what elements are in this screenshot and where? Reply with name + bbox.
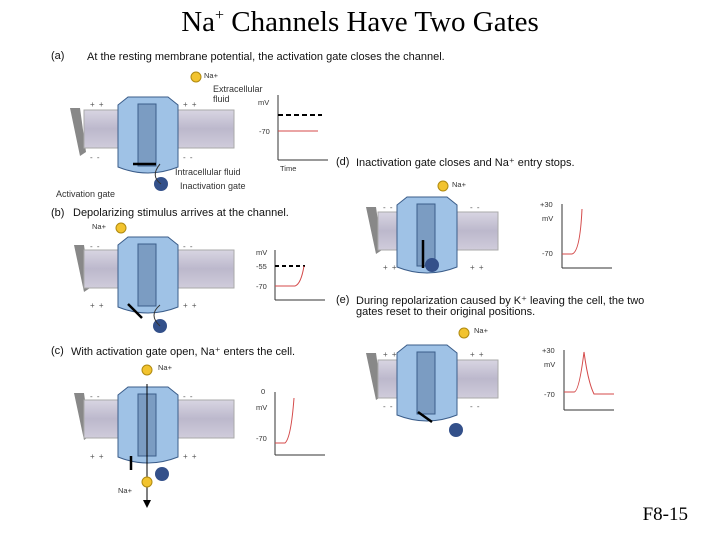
slide-title: Na+ Channels Have Two Gates — [181, 6, 539, 38]
inactivation-gate-label: Inactivation gate — [180, 181, 246, 191]
panel-d-letter: (d) — [336, 156, 350, 168]
graph-e — [563, 350, 614, 411]
panel-c-caption: With activation gate open, Na⁺ enters th… — [71, 346, 296, 358]
panel-c-channel — [74, 364, 235, 508]
panel-d-channel — [366, 180, 499, 274]
na-label-a: Na+ — [204, 71, 218, 80]
graph-d — [561, 204, 612, 269]
activation-gate-label: Activation gate — [56, 189, 116, 199]
panel-b-letter: (b) — [51, 207, 65, 219]
panel-e-caption-1: During repolarization caused by K⁺ leavi… — [356, 295, 645, 307]
panel-e-caption-2: gates reset to their original positions. — [356, 306, 536, 318]
v-neg70-a: -70 — [259, 127, 270, 136]
graph-c — [274, 392, 325, 456]
panel-b-channel — [74, 222, 235, 333]
slide-number: F8-15 — [642, 504, 688, 525]
panel-b-caption: Depolarizing stimulus arrives at the cha… — [73, 207, 289, 219]
pointer-wedge-a — [70, 108, 86, 156]
panel-e-letter: (e) — [336, 294, 350, 306]
na-ion-a — [190, 71, 202, 83]
panel-a-caption: At the resting membrane potential, the a… — [87, 51, 445, 63]
extracellular-label: Extracellular — [213, 84, 263, 94]
ball-chain-a — [154, 163, 162, 185]
panel-a-channel — [70, 71, 235, 191]
time-label: Time — [280, 164, 297, 173]
panel-a-letter: (a) — [51, 50, 65, 62]
fluid-label: fluid — [213, 94, 230, 104]
panel-c-letter: (c) — [51, 345, 64, 357]
panel-d-caption: Inactivation gate closes and Na⁺ entry s… — [356, 157, 575, 169]
panel-e-channel — [366, 327, 499, 437]
mv-label-a: mV — [258, 98, 270, 107]
graph-b — [274, 250, 325, 301]
pore-a — [137, 103, 157, 167]
graph-a — [277, 95, 328, 161]
intracellular-label: Intracellular fluid — [175, 167, 241, 177]
